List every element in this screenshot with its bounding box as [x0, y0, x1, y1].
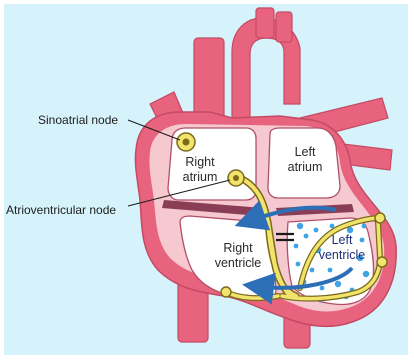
impulse-dot — [320, 286, 325, 291]
left-atrium-label-line2: atrium — [288, 160, 323, 174]
right-atrium-label-line2: atrium — [183, 170, 218, 184]
left-atrium-label-line1: Left — [295, 145, 316, 159]
impulse-dot — [314, 228, 319, 233]
atrioventricular-node — [228, 170, 244, 186]
purkinje-node-lower-left — [221, 287, 231, 297]
superior-vena-cava — [194, 38, 224, 122]
purkinje-node-upper-right — [375, 213, 385, 223]
impulse-dot — [363, 271, 369, 277]
impulse-dot — [362, 224, 367, 229]
sinoatrial-node-label: Sinoatrial node — [38, 113, 118, 127]
impulse-dot — [360, 238, 365, 243]
circle-node-core — [183, 139, 190, 146]
right-ventricle-label-line2: ventricle — [215, 256, 262, 270]
artery-branch-1 — [256, 8, 274, 38]
purkinje-node-right — [377, 257, 387, 267]
left-ventricle-label-line2: ventricle — [319, 248, 366, 262]
impulse-dot — [310, 268, 315, 273]
impulse-dot — [296, 262, 301, 267]
circle-node-core — [233, 175, 239, 181]
right-ventricle-label-line1: Right — [223, 241, 253, 255]
impulse-dot — [304, 234, 309, 239]
sinoatrial-node — [177, 133, 195, 151]
atrioventricular-node-label: Atrioventricular node — [6, 203, 116, 217]
impulse-dot — [297, 223, 303, 229]
impulse-dot — [335, 281, 341, 287]
artery-branch-2 — [276, 12, 292, 42]
right-atrium-label-line1: Right — [185, 155, 215, 169]
left-ventricle-label-line1: Left — [332, 233, 353, 247]
impulse-dot — [328, 268, 333, 273]
impulse-dot — [294, 244, 299, 249]
